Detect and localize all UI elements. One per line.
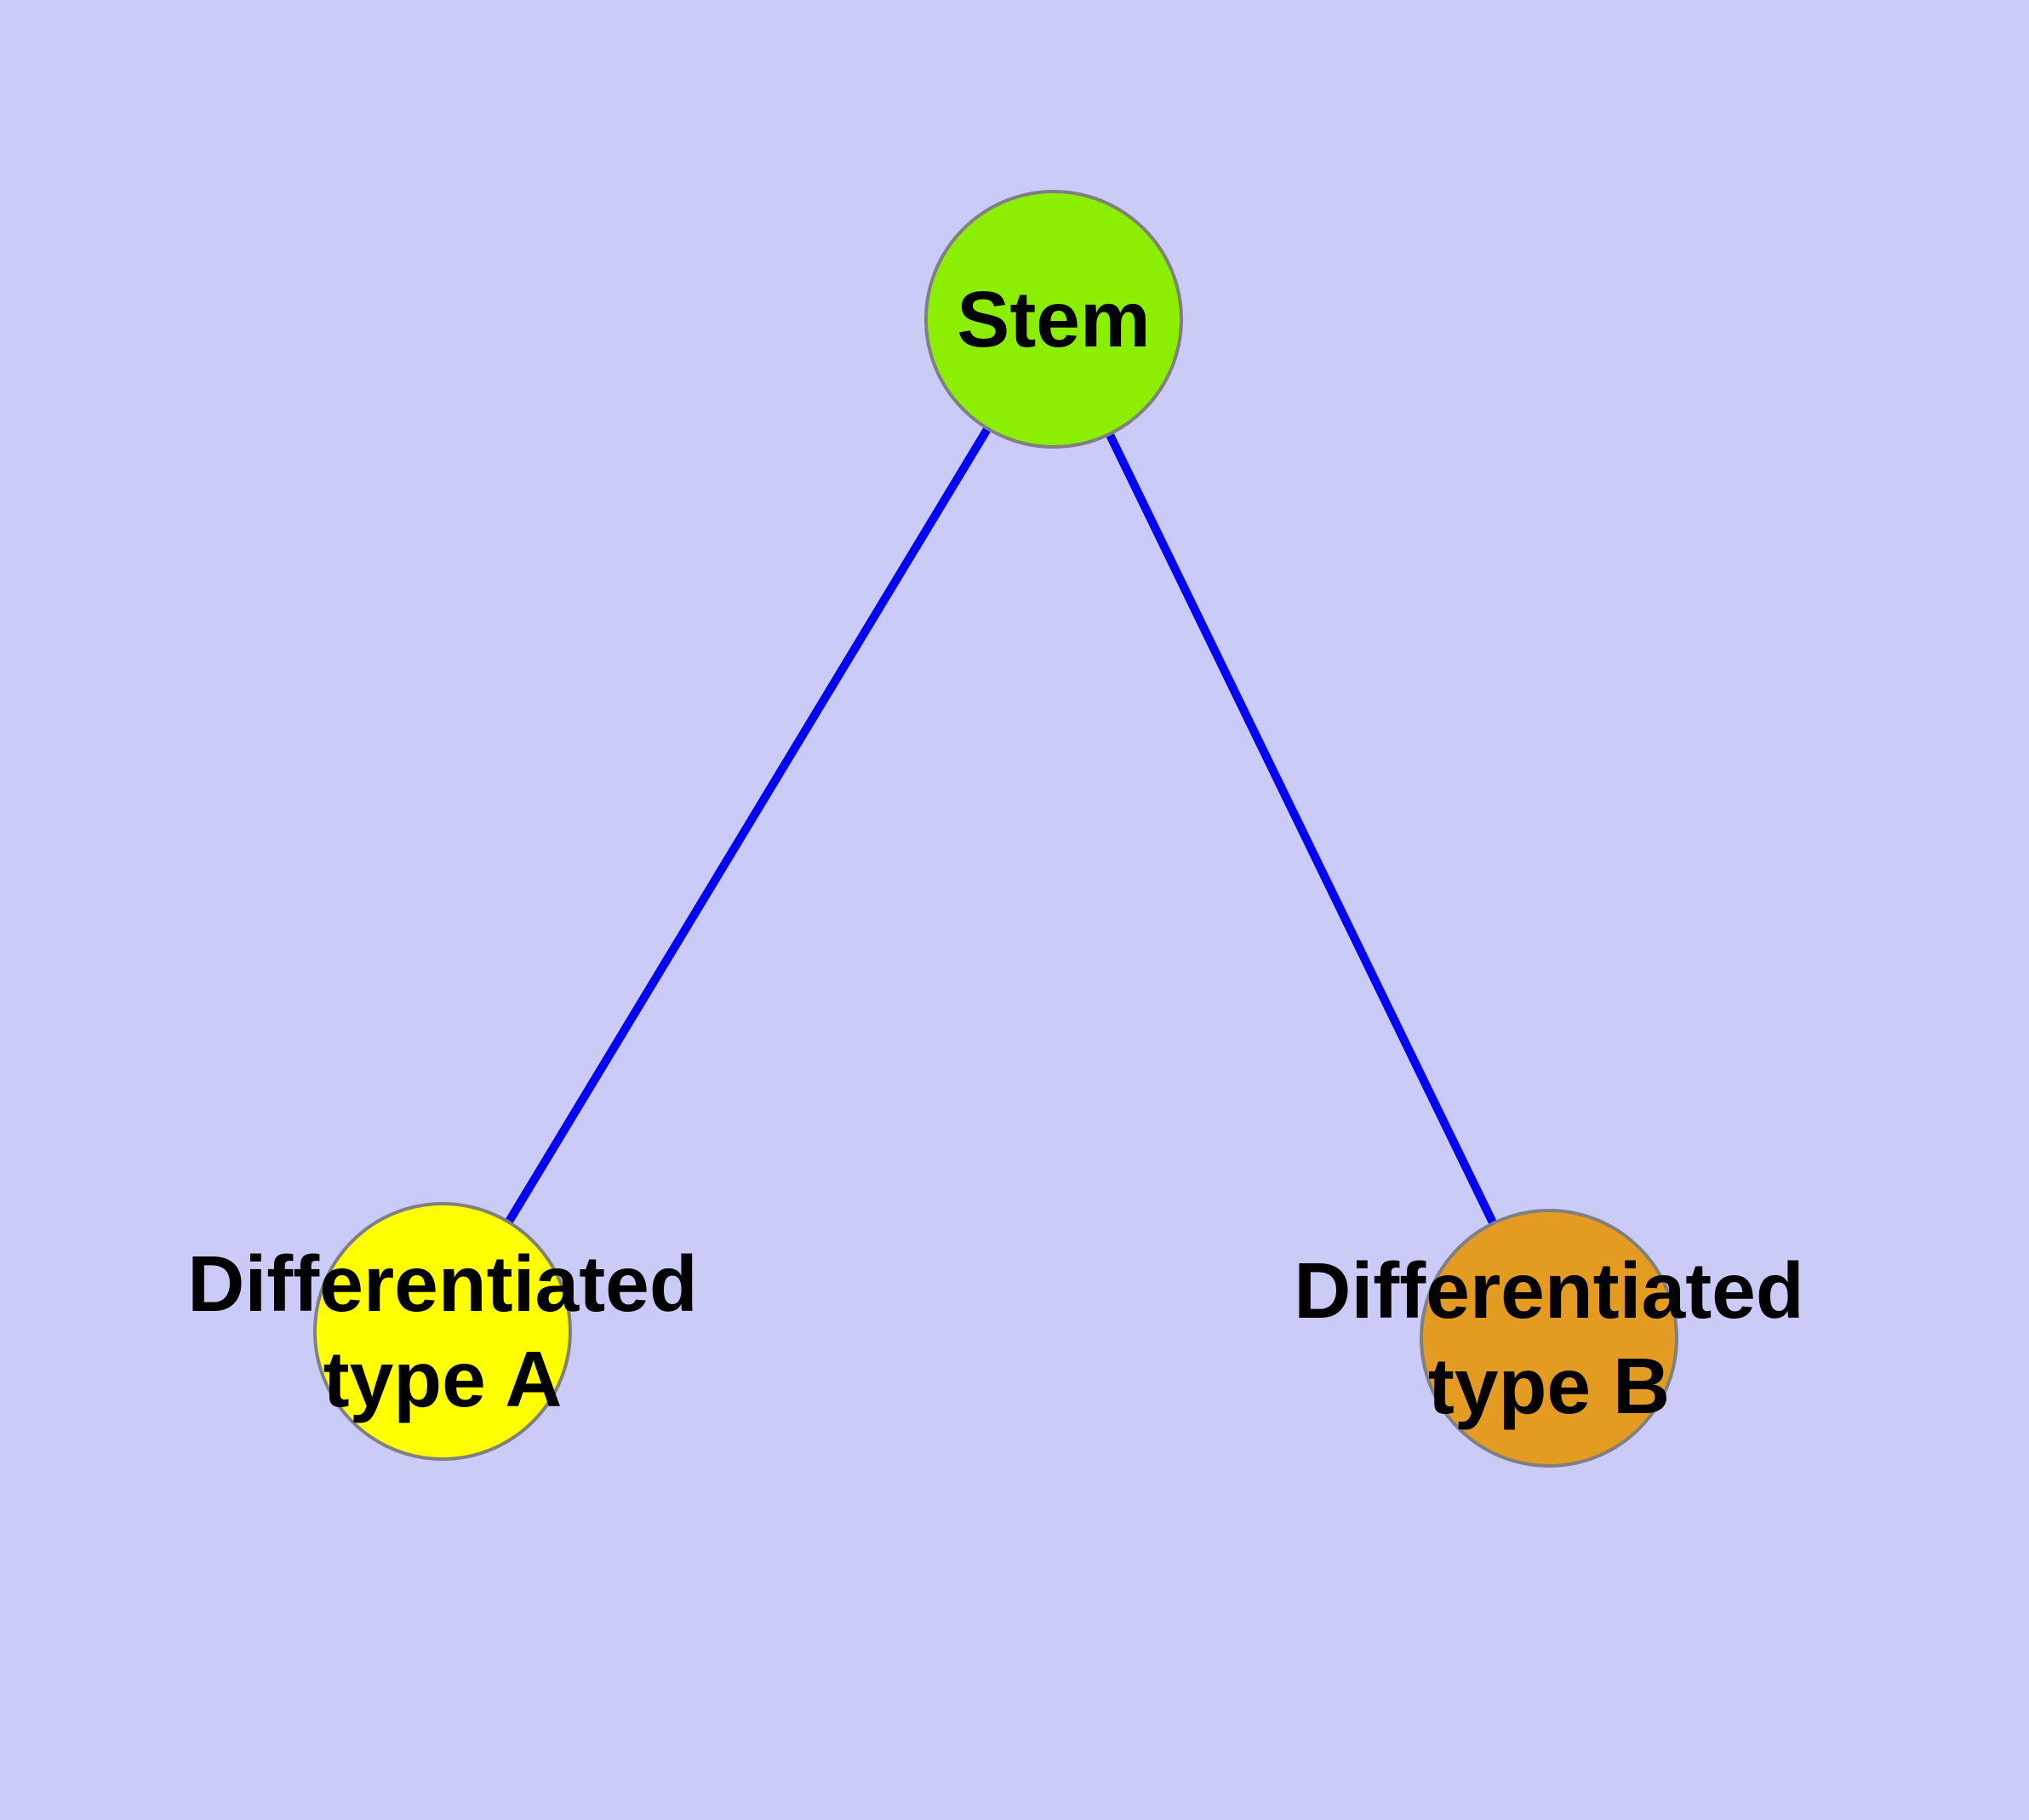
edge-stem-to-differentiated-type-b (1049, 317, 1553, 1341)
edge-stem-to-differentiated-type-a (438, 317, 1058, 1334)
